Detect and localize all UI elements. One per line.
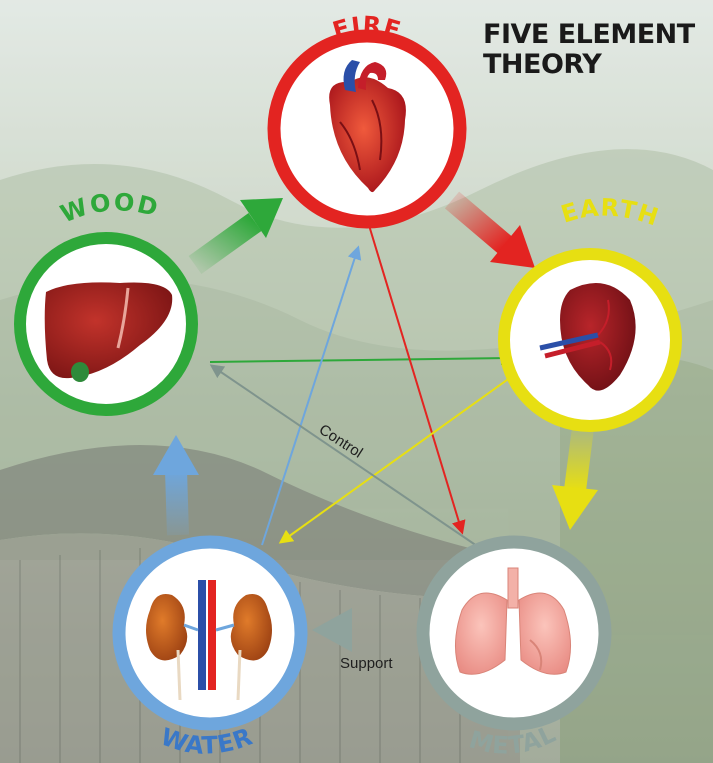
title-line-1: FIVE ELEMENT <box>483 19 695 50</box>
water-node <box>119 542 301 724</box>
fire-node <box>274 36 460 222</box>
page-title: FIVE ELEMENT THEORY <box>483 20 695 80</box>
support-label: Support <box>340 655 393 672</box>
metal-node <box>423 542 605 724</box>
earth-node <box>504 254 676 426</box>
title-line-2: THEORY <box>483 49 601 80</box>
wood-node <box>20 238 192 410</box>
